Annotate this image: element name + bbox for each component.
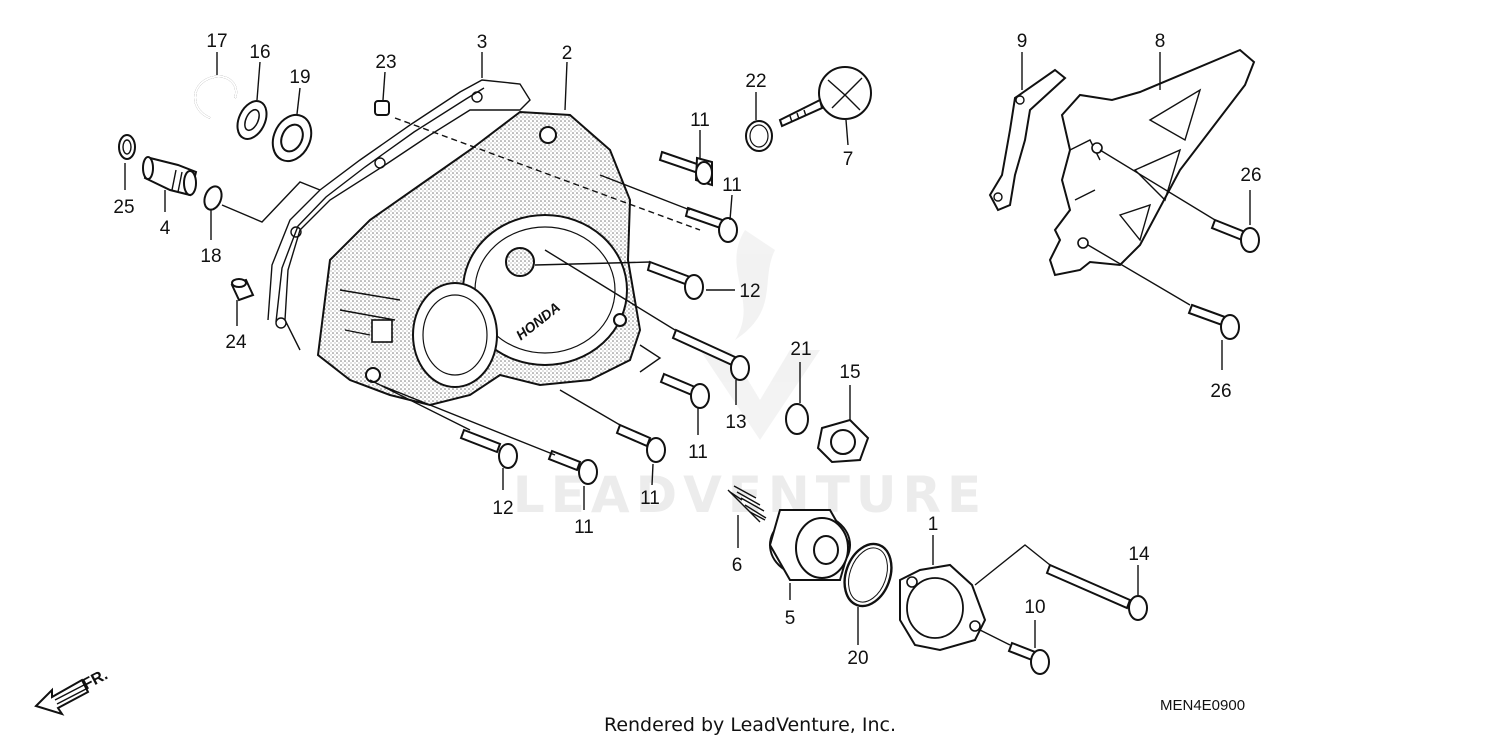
label-1: 1 <box>928 514 939 535</box>
collar-23[interactable] <box>374 100 390 116</box>
left-crankcase-cover-2[interactable] <box>316 110 642 407</box>
bolt-10[interactable] <box>1007 641 1050 675</box>
label-17: 17 <box>206 31 227 52</box>
bolt-13[interactable] <box>671 328 750 381</box>
label-20: 20 <box>847 648 868 669</box>
oil-filter-5[interactable] <box>768 509 852 581</box>
dowel-pin-4[interactable] <box>142 156 198 197</box>
label-21: 21 <box>790 339 811 360</box>
oil-seal-19[interactable] <box>266 109 319 168</box>
label-10: 10 <box>1024 597 1045 618</box>
label-23: 23 <box>375 52 396 73</box>
label-5: 5 <box>785 608 796 629</box>
o-ring-22[interactable] <box>745 120 773 152</box>
bolt-26-b[interactable] <box>1187 303 1240 340</box>
o-ring-18[interactable] <box>201 184 224 212</box>
label-19: 19 <box>289 67 310 88</box>
diagram-code: MEN4E0900 <box>1160 697 1246 714</box>
label-3: 3 <box>477 32 488 53</box>
label-2: 2 <box>562 43 573 64</box>
bolt-26-a[interactable] <box>1210 218 1260 253</box>
label-12-b: 12 <box>492 498 513 519</box>
label-26-a: 26 <box>1240 165 1261 186</box>
clip-25[interactable] <box>118 134 136 160</box>
bolt-11-d[interactable] <box>547 449 598 485</box>
label-11-a: 11 <box>690 110 710 131</box>
part-labels: 17 16 19 3 23 2 25 4 18 24 22 7 11 11 12… <box>113 31 1261 669</box>
label-11-d: 11 <box>574 517 594 538</box>
label-4: 4 <box>160 218 171 239</box>
bolt-11-b[interactable] <box>684 206 738 243</box>
bolt-11-a[interactable] <box>658 150 713 187</box>
label-6: 6 <box>732 555 743 576</box>
label-18: 18 <box>200 246 221 267</box>
front-direction-arrow-icon: FR. <box>34 666 111 716</box>
label-15: 15 <box>839 362 860 383</box>
oil-filter-cover-1[interactable] <box>899 563 987 652</box>
label-11-b: 11 <box>722 175 742 196</box>
label-11-e: 11 <box>640 488 660 509</box>
label-7: 7 <box>843 149 854 170</box>
label-11-c: 11 <box>688 442 708 463</box>
label-13: 13 <box>725 412 746 433</box>
bolt-14[interactable] <box>1045 563 1148 621</box>
bolt-12-a[interactable] <box>646 260 704 300</box>
label-14: 14 <box>1128 544 1150 565</box>
label-22: 22 <box>745 71 766 92</box>
bolt-11-e[interactable] <box>615 423 666 463</box>
label-12-a: 12 <box>739 281 760 302</box>
oil-filler-cap-7[interactable] <box>778 66 872 128</box>
spring-6[interactable] <box>727 485 767 523</box>
o-ring-21[interactable] <box>785 403 809 435</box>
circlip-17[interactable] <box>194 75 238 119</box>
drain-plug-15[interactable] <box>816 418 870 464</box>
label-9: 9 <box>1017 31 1028 52</box>
label-24: 24 <box>225 332 247 353</box>
watermark-logo <box>700 230 820 440</box>
label-26-b: 26 <box>1210 381 1231 402</box>
o-ring-20[interactable] <box>836 537 899 612</box>
washer-16[interactable] <box>232 96 272 143</box>
bolt-11-c[interactable] <box>659 372 710 409</box>
chain-guide-9[interactable] <box>988 68 1067 212</box>
leader-lines <box>124 52 1251 648</box>
bolt-12-b[interactable] <box>459 428 518 469</box>
label-8: 8 <box>1155 31 1166 52</box>
dowel-pin-24[interactable] <box>230 278 255 302</box>
label-16: 16 <box>249 42 270 63</box>
rendered-by-footer: Rendered by LeadVenture, Inc. <box>603 714 897 736</box>
label-25: 25 <box>113 197 134 218</box>
sprocket-cover-8[interactable] <box>1048 48 1256 277</box>
